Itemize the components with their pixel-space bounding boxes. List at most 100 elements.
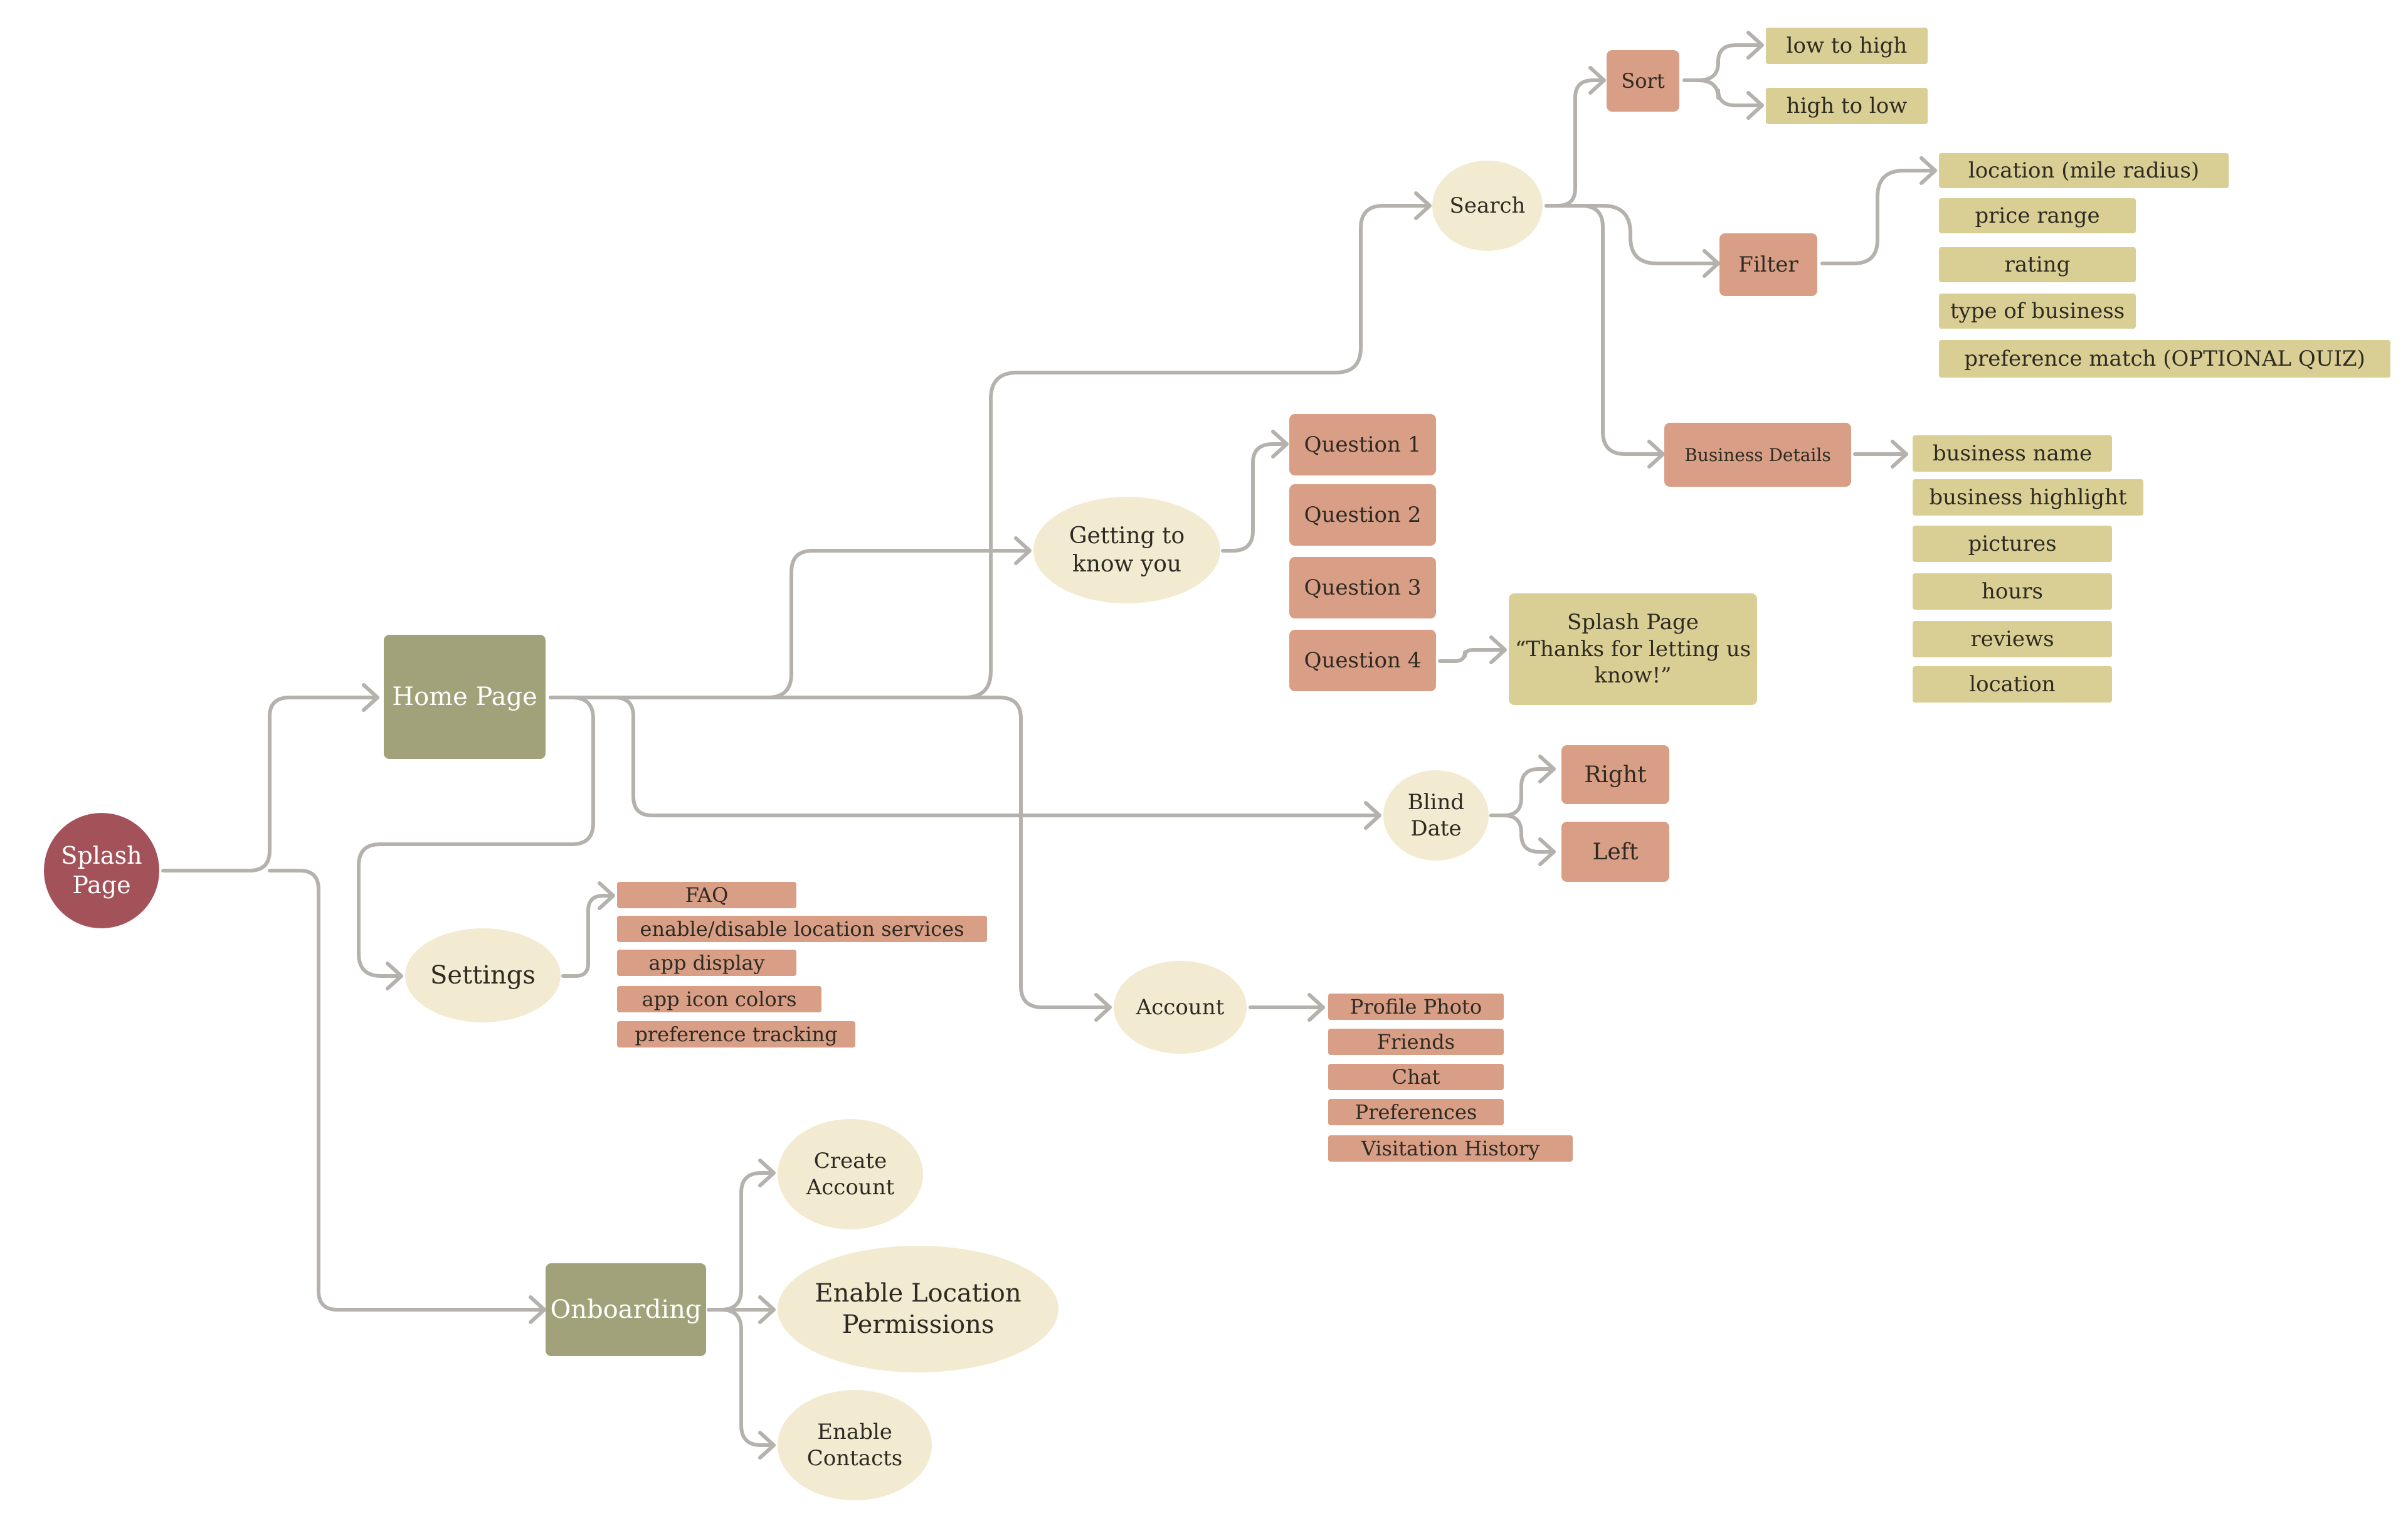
arrow-contacts: [758, 1431, 776, 1460]
account-visitation-history[interactable]: Visitation History: [1328, 1135, 1573, 1162]
filter-preference-match[interactable]: preference match (OPTIONAL QUIZ): [1939, 340, 2390, 378]
arrow-faq: [598, 881, 615, 910]
question-2-node[interactable]: Question 2: [1289, 484, 1436, 546]
edge-search-sort: [1545, 78, 1605, 208]
account-chat-label: Chat: [1391, 1065, 1440, 1089]
arrow-create: [758, 1159, 776, 1187]
edge-blind-left: [1489, 814, 1555, 854]
detail-business-name[interactable]: business name: [1913, 435, 2112, 472]
arrow-search: [1414, 191, 1432, 220]
arrow-high: [1746, 91, 1764, 120]
splash-page-node[interactable]: Splash Page: [44, 813, 159, 928]
account-chat[interactable]: Chat: [1328, 1064, 1504, 1090]
enable-contacts-node[interactable]: Enable Contacts: [778, 1390, 932, 1500]
question-1-node[interactable]: Question 1: [1289, 414, 1436, 475]
arrow-f-location: [1920, 156, 1937, 185]
business-details-label: Business Details: [1684, 444, 1831, 465]
enable-contacts-label: Enable Contacts: [806, 1419, 903, 1472]
arrow-right: [1538, 755, 1556, 783]
enable-location-node[interactable]: Enable Location Permissions: [778, 1246, 1059, 1372]
edge-home-search: [766, 204, 1430, 699]
detail-location[interactable]: location: [1913, 666, 2112, 703]
sort-low-to-high[interactable]: low to high: [1766, 28, 1928, 64]
arrow-business: [1647, 440, 1665, 469]
question-4-label: Question 4: [1304, 647, 1422, 673]
edge-settings-faq: [561, 894, 614, 978]
arrow-blind: [1364, 801, 1381, 830]
settings-app-icon-colors[interactable]: app icon colors: [617, 986, 821, 1012]
filter-location[interactable]: location (mile radius): [1939, 153, 2229, 188]
settings-app-display-label: app display: [648, 951, 765, 975]
filter-rating-label: rating: [2004, 252, 2071, 277]
swipe-right-node[interactable]: Right: [1561, 745, 1669, 804]
blind-date-node[interactable]: Blind Date: [1383, 770, 1489, 861]
filter-price-range[interactable]: price range: [1939, 198, 2136, 233]
account-profile-photo-label: Profile Photo: [1349, 995, 1482, 1019]
settings-preference-tracking[interactable]: preference tracking: [617, 1021, 855, 1047]
edge-sort-low: [1682, 43, 1763, 82]
edge-filter-location: [1820, 169, 1936, 265]
account-profile-photo[interactable]: Profile Photo: [1328, 994, 1504, 1020]
settings-app-display[interactable]: app display: [617, 950, 796, 976]
edge-getting-q1: [1221, 442, 1287, 553]
settings-location-services[interactable]: enable/disable location services: [617, 916, 987, 942]
create-account-node[interactable]: Create Account: [778, 1119, 923, 1229]
question-1-label: Question 1: [1304, 432, 1422, 457]
filter-node[interactable]: Filter: [1719, 233, 1817, 296]
swipe-right-label: Right: [1584, 761, 1647, 788]
question-4-node[interactable]: Question 4: [1289, 630, 1436, 691]
detail-hours[interactable]: hours: [1913, 573, 2112, 610]
arrow-getting: [1014, 536, 1032, 565]
settings-faq[interactable]: FAQ: [617, 882, 796, 908]
filter-price-range-label: price range: [1975, 203, 2100, 228]
settings-label: Settings: [430, 961, 536, 990]
home-page-label: Home Page: [392, 682, 537, 711]
arrow-sort: [1588, 66, 1606, 95]
detail-business-highlight[interactable]: business highlight: [1913, 479, 2143, 516]
question-3-node[interactable]: Question 3: [1289, 557, 1436, 618]
detail-hours-label: hours: [1982, 578, 2043, 604]
business-details-node[interactable]: Business Details: [1664, 423, 1851, 487]
edge-splash-onboarding: [268, 869, 545, 1312]
account-node[interactable]: Account: [1114, 961, 1247, 1054]
account-friends[interactable]: Friends: [1328, 1029, 1504, 1055]
arrow-filter: [1703, 249, 1720, 278]
question-2-label: Question 2: [1304, 502, 1422, 528]
edge-search-business: [1545, 204, 1664, 456]
edge-sort-high: [1682, 78, 1763, 107]
detail-reviews-label: reviews: [1970, 626, 2054, 652]
arrow-b-name: [1891, 440, 1908, 469]
detail-business-highlight-label: business highlight: [1929, 484, 2127, 510]
home-page-node[interactable]: Home Page: [384, 635, 546, 759]
swipe-left-node[interactable]: Left: [1561, 822, 1669, 882]
settings-node[interactable]: Settings: [405, 928, 561, 1022]
edge-home-blind: [549, 696, 1380, 817]
onboarding-label: Onboarding: [550, 1295, 702, 1324]
search-node[interactable]: Search: [1432, 161, 1543, 251]
getting-to-know-you-node[interactable]: Getting to know you: [1033, 497, 1220, 603]
edge-search-filter: [1545, 204, 1719, 265]
settings-faq-label: FAQ: [685, 883, 729, 907]
sort-high-to-low[interactable]: high to low: [1766, 88, 1928, 124]
search-label: Search: [1449, 193, 1526, 218]
swipe-left-label: Left: [1592, 839, 1639, 865]
onboarding-node[interactable]: Onboarding: [546, 1263, 706, 1356]
arrow-thanks: [1489, 635, 1507, 664]
arrow-settings: [386, 962, 403, 990]
sort-label: Sort: [1621, 69, 1665, 93]
filter-rating[interactable]: rating: [1939, 247, 2136, 282]
arrow-account: [1094, 993, 1112, 1022]
account-preferences[interactable]: Preferences: [1328, 1099, 1504, 1125]
splash-page-label: Splash Page: [61, 841, 142, 899]
settings-app-icon-colors-label: app icon colors: [642, 987, 797, 1011]
thanks-splash-node[interactable]: Splash Page “Thanks for letting us know!…: [1509, 593, 1757, 705]
filter-type-of-business[interactable]: type of business: [1939, 294, 2136, 329]
arrow-home-page: [362, 683, 379, 712]
detail-reviews[interactable]: reviews: [1913, 621, 2112, 657]
edge-home-settings: [357, 696, 595, 978]
detail-pictures[interactable]: pictures: [1913, 526, 2112, 562]
account-label: Account: [1136, 994, 1225, 1020]
sort-node[interactable]: Sort: [1607, 50, 1679, 112]
arrow-q1: [1271, 430, 1289, 459]
